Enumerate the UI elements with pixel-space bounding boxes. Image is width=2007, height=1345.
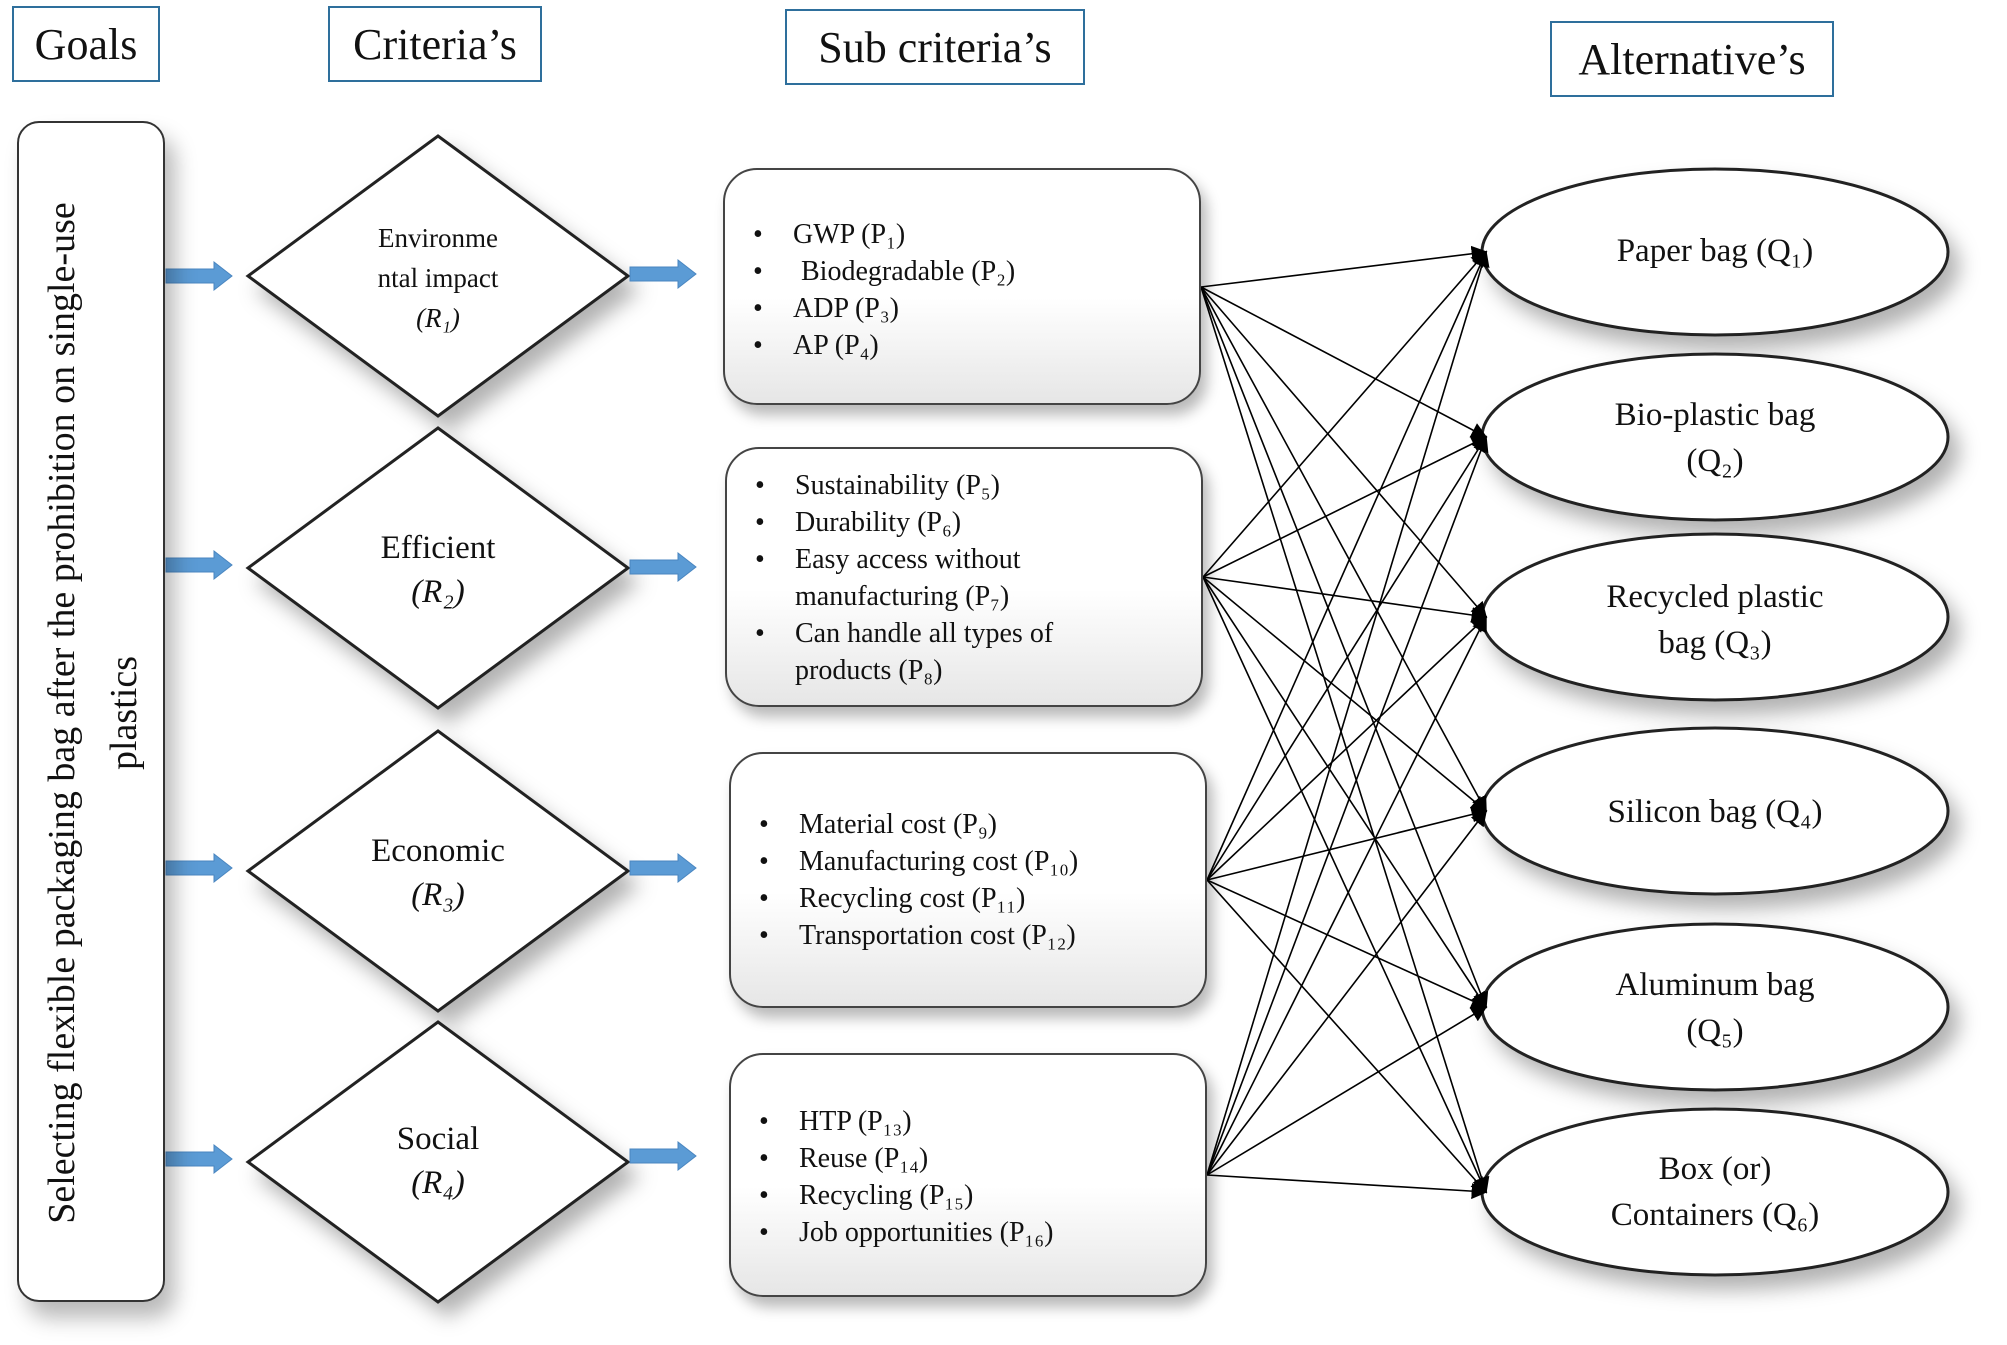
connector-line-s1-a4 <box>1200 286 1487 813</box>
connector-line-s3-a2 <box>1206 435 1487 881</box>
sub-criterion-item: Biodegradable (P₂) <box>725 253 1199 290</box>
alternative-label-bio-plastic-bag: Bio-plastic bag (Q₂) <box>1614 397 1816 479</box>
criterion-diamond-1 <box>245 134 631 418</box>
alternatives-header: Alternative’s <box>1550 21 1834 97</box>
alternative-label-silicon-bag: Silicon bag (Q₄) <box>1607 794 1823 830</box>
connector-line-s3-a6 <box>1206 879 1488 1194</box>
sub-criterion-item: Recycling cost (P₁₁) <box>731 880 1205 917</box>
sub-criterion-item: AP (P₄) <box>725 327 1199 364</box>
goals-header: Goals <box>12 6 160 82</box>
sub-criterion-item: HTP (P₁₃) <box>731 1103 1205 1140</box>
sub-criteria-header: Sub criteria’s <box>785 9 1085 85</box>
sub-criterion-item: Manufacturing cost (P₁₀) <box>731 843 1205 880</box>
goal-to-criterion-arrow-4 <box>165 1143 233 1175</box>
criterion-label-economic: Economic (R₃) <box>371 833 505 913</box>
sub-criteria-box-efficient: Sustainability (P₅) Durability (P₆) Easy… <box>725 447 1203 707</box>
connector-line-s2-a2 <box>1202 436 1488 578</box>
connector-line-s1-a3 <box>1200 286 1488 619</box>
sub-criterion-item: Transportation cost (P₁₂) <box>731 917 1205 954</box>
sub-criteria-box-environmental: GWP (P₁) Biodegradable (P₂) ADP (P₃) AP … <box>723 168 1201 405</box>
goal-to-criterion-arrow-3 <box>165 852 233 884</box>
criterion-label-environmental: Environme ntal impact (R₁) <box>377 223 499 333</box>
connector-line-s4-a5 <box>1206 1006 1488 1176</box>
connector-line-s4-a2 <box>1206 435 1489 1176</box>
sub-criteria-box-social: HTP (P₁₃) Reuse (P₁₄) Recycling (P₁₅) Jo… <box>729 1053 1207 1297</box>
criterion-to-subcriteria-arrow-4 <box>629 1140 697 1172</box>
criterion-to-subcriteria-arrow-3 <box>629 852 697 884</box>
connector-line-s4-a6 <box>1206 1174 1488 1200</box>
criterion-diamond-4 <box>245 1020 631 1304</box>
connector-line-s3-a5 <box>1206 879 1488 1009</box>
sub-criterion-item: Can handle all types of products (P₈) <box>727 615 1127 689</box>
alternative-label-aluminum-bag: Aluminum bag (Q₅) <box>1615 967 1815 1049</box>
sub-criterion-item: Recycling (P₁₅) <box>731 1177 1205 1214</box>
criterion-to-subcriteria-arrow-1 <box>629 258 697 290</box>
connector-line-s1-a1 <box>1200 245 1488 288</box>
sub-criterion-item: GWP (P₁) <box>725 216 1199 253</box>
connector-line-s3-a3 <box>1206 615 1488 881</box>
connector-line-s4-a3 <box>1206 615 1487 1176</box>
criterion-diamond-3 <box>245 729 631 1013</box>
connector-line-s2-a5 <box>1202 576 1487 1009</box>
connector-line-s1-a5 <box>1200 286 1489 1009</box>
connector-line-s4-a4 <box>1206 809 1487 1176</box>
connector-line-s4-a1 <box>1206 250 1490 1176</box>
connector-line-s2-a1 <box>1202 250 1488 578</box>
goal-to-criterion-arrow-2 <box>165 549 233 581</box>
alternative-label-recycled-plastic-bag: Recycled plastic bag (Q₃) <box>1606 579 1824 661</box>
alternative-label-paper-bag: Paper bag (Q₁) <box>1616 233 1814 269</box>
connector-line-s3-a1 <box>1206 250 1488 881</box>
sub-criterion-item: Easy access without manufacturing (P₇) <box>727 541 1127 615</box>
criteria-header: Criteria’s <box>328 6 542 82</box>
connector-line-s2-a6 <box>1202 576 1488 1194</box>
alternative-label-box-containers: Box (or) Containers (Q₆) <box>1610 1151 1820 1233</box>
connector-line-s2-a3 <box>1202 576 1488 623</box>
sub-criterion-item: ADP (P₃) <box>725 290 1199 327</box>
criterion-label-efficient: Efficient (R₂) <box>380 530 496 610</box>
criterion-diamond-2 <box>245 426 631 710</box>
connector-line-s2-a4 <box>1202 576 1488 813</box>
sub-criterion-item: Job opportunities (P₁₆) <box>731 1214 1205 1251</box>
criterion-label-social: Social (R₄) <box>396 1121 480 1201</box>
sub-criterion-item: Reuse (P₁₄) <box>731 1140 1205 1177</box>
criterion-to-subcriteria-arrow-2 <box>629 551 697 583</box>
sub-criterion-item: Sustainability (P₅) <box>727 467 1127 504</box>
sub-criterion-item: Material cost (P₉) <box>731 806 1205 843</box>
connector-line-s1-a6 <box>1200 286 1490 1194</box>
sub-criterion-item: Durability (P₆) <box>727 504 1127 541</box>
connector-line-s1-a2 <box>1200 286 1488 438</box>
goal-label: Selecting flexible packaging bag after t… <box>41 202 145 1224</box>
goal-box: Selecting flexible packaging bag after t… <box>17 121 165 1302</box>
goal-to-criterion-arrow-1 <box>165 260 233 292</box>
sub-criteria-box-economic: Material cost (P₉) Manufacturing cost (P… <box>729 752 1207 1008</box>
connector-line-s3-a4 <box>1206 806 1488 881</box>
